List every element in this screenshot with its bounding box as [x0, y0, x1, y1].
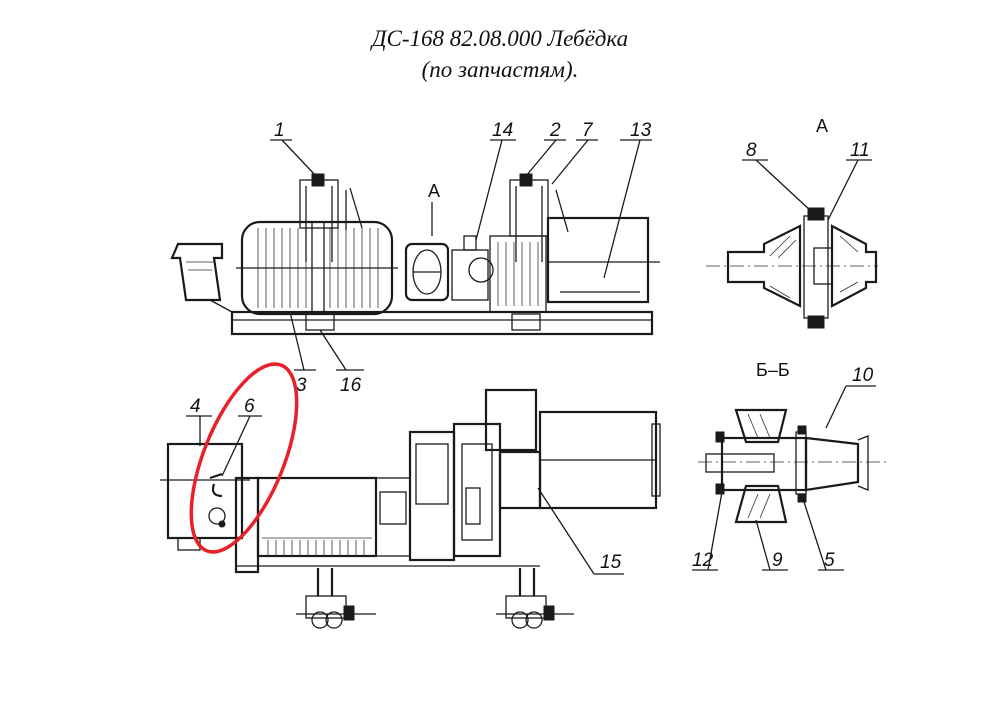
callout-1: 1	[274, 120, 285, 141]
callout-9: 9	[772, 550, 783, 571]
callout-10: 10	[852, 365, 874, 386]
detail-a	[706, 207, 878, 329]
callout-6: 6	[244, 396, 255, 417]
callout-8: 8	[746, 140, 757, 161]
section-bb	[698, 408, 890, 524]
callout-7: 7	[582, 120, 594, 141]
callout-5: 5	[824, 550, 835, 571]
drum-left-ribs	[257, 228, 379, 308]
view-a-marker: А	[428, 181, 440, 201]
detail-a-label: А	[816, 116, 828, 136]
plan-motor-top	[484, 388, 538, 452]
hook-6	[209, 472, 223, 498]
leader-lines	[186, 139, 876, 575]
callout-12: 12	[692, 550, 714, 571]
drawing-title: ДС-168 82.08.000 Лебёдка	[371, 26, 629, 51]
callout-4: 4	[190, 396, 201, 417]
highlight-ellipse	[189, 362, 299, 554]
callout-14: 14	[492, 120, 513, 141]
foot-left	[296, 595, 376, 629]
callout-3: 3	[296, 375, 307, 396]
base-frame	[230, 310, 654, 336]
coupling-a	[404, 242, 450, 302]
callout-11: 11	[850, 140, 870, 161]
side-plate	[234, 476, 260, 574]
section-bb-label: Б–Б	[756, 360, 790, 380]
drawing-subtitle: (по запчастям).	[421, 57, 579, 82]
plan-view	[160, 388, 661, 629]
motor-13	[546, 216, 650, 304]
foot-right	[496, 595, 574, 629]
left-motor-housing	[170, 242, 224, 302]
callout-13: 13	[630, 120, 652, 141]
callout-15: 15	[600, 552, 622, 573]
callout-16: 16	[340, 375, 362, 396]
side-view	[170, 173, 660, 336]
callout-2: 2	[549, 120, 561, 141]
